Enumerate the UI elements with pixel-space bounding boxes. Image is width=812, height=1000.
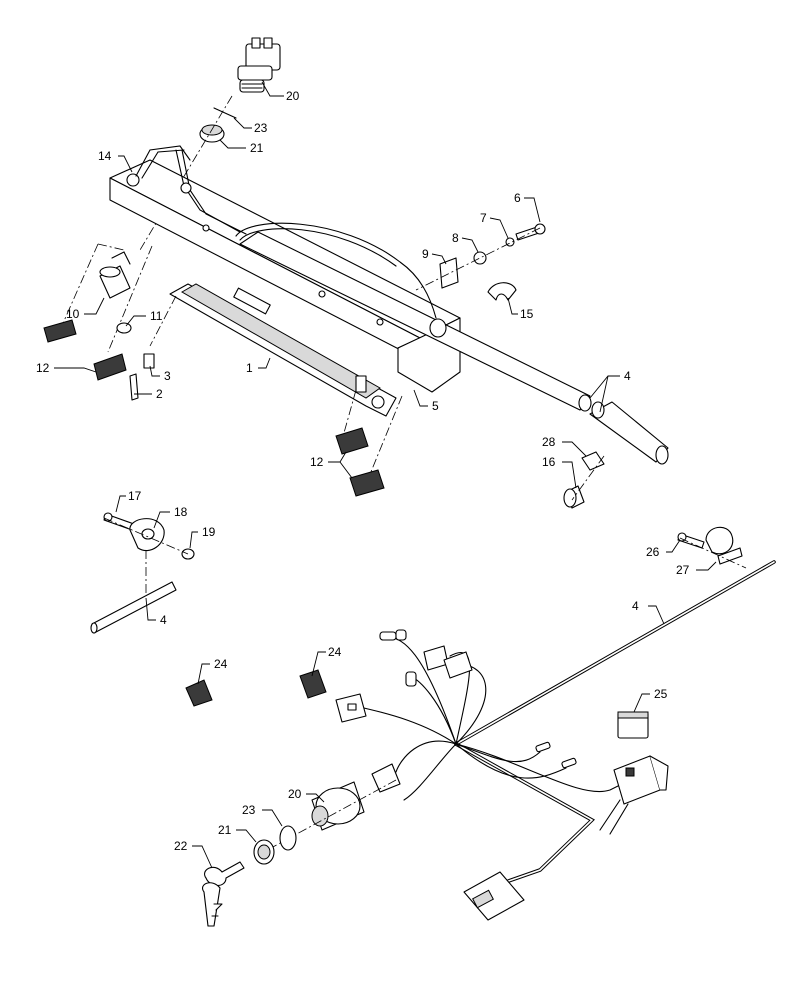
callout-20-bottom: 20 xyxy=(288,787,302,801)
ring-top xyxy=(213,107,237,119)
callout-21-bottom: 21 xyxy=(218,823,232,837)
bolt-16 xyxy=(563,485,585,509)
tube-short xyxy=(589,401,669,465)
wiring-harness xyxy=(363,560,776,886)
callout-2: 2 xyxy=(156,387,163,401)
callout-5: 5 xyxy=(432,399,439,413)
callout-21-top: 21 xyxy=(250,141,264,155)
callout-23-bottom: 23 xyxy=(242,803,256,817)
callout-4-top: 4 xyxy=(624,369,631,383)
tube-upper xyxy=(239,231,592,412)
harness-main-connector xyxy=(463,871,525,921)
callout-25: 25 xyxy=(654,687,668,701)
callout-14: 14 xyxy=(98,149,112,163)
callout-18: 18 xyxy=(174,505,188,519)
relay-25 xyxy=(617,711,649,739)
callout-6: 6 xyxy=(514,191,521,205)
callout-27: 27 xyxy=(676,563,690,577)
callout-26: 26 xyxy=(646,545,660,559)
relay-socket xyxy=(599,755,669,835)
clip-24-right xyxy=(299,669,327,699)
callout-12-left: 12 xyxy=(36,361,50,375)
callout-19: 19 xyxy=(202,525,216,539)
callout-1: 1 xyxy=(246,361,253,375)
callout-28: 28 xyxy=(542,435,556,449)
callout-10: 10 xyxy=(66,307,80,321)
connector-12-upper xyxy=(43,319,77,343)
clamp-27 xyxy=(705,526,743,565)
tube-lower-left xyxy=(90,581,177,634)
callout-22: 22 xyxy=(174,839,188,853)
harness-pin-plugs xyxy=(535,741,577,769)
callout-9: 9 xyxy=(422,247,429,261)
bullet-connectors xyxy=(379,629,417,687)
switch-plate xyxy=(169,283,397,417)
connector-12-lower xyxy=(93,353,127,381)
connector-12-mid-upper xyxy=(335,427,369,455)
terminal-3 xyxy=(143,353,155,369)
callout-24-right: 24 xyxy=(328,645,342,659)
callout-8: 8 xyxy=(452,231,459,245)
harness-loop xyxy=(235,222,437,319)
clip-24-left xyxy=(185,679,213,707)
connector-12-mid-lower xyxy=(349,469,385,497)
callout-16: 16 xyxy=(542,455,556,469)
harness-mid-connector xyxy=(335,693,367,723)
callout-20-top: 20 xyxy=(286,89,300,103)
callout-12-mid: 12 xyxy=(310,455,324,469)
plug-10 xyxy=(99,251,131,299)
bracket-9 xyxy=(439,257,459,289)
pin-2 xyxy=(129,373,139,401)
callout-24-left: 24 xyxy=(214,657,228,671)
callout-labels: 20 23 21 14 6 7 8 9 15 10 11 12 3 2 1 5 … xyxy=(36,89,690,853)
terminal-28 xyxy=(581,451,605,471)
ignition-switch-top xyxy=(237,37,281,93)
callout-4-left: 4 xyxy=(160,613,167,627)
callout-23-top: 23 xyxy=(254,121,268,135)
plug-11 xyxy=(116,322,132,334)
clamp-18 xyxy=(129,518,165,552)
keys-22 xyxy=(202,861,245,927)
callout-4-harness: 4 xyxy=(632,599,639,613)
callout-7: 7 xyxy=(480,211,487,225)
callout-11: 11 xyxy=(150,309,163,323)
nut-top xyxy=(199,124,225,143)
callout-3: 3 xyxy=(164,369,171,383)
washer-8 xyxy=(473,251,487,265)
clip-15 xyxy=(487,282,517,301)
callout-17: 17 xyxy=(128,489,142,503)
ring-bottom xyxy=(279,825,297,851)
callout-15: 15 xyxy=(520,307,534,321)
leader-lines xyxy=(54,81,717,869)
nut-bottom xyxy=(253,839,275,865)
spade-connectors xyxy=(423,645,473,679)
screw-26 xyxy=(677,532,705,549)
ignition-switch-bottom xyxy=(311,763,401,831)
